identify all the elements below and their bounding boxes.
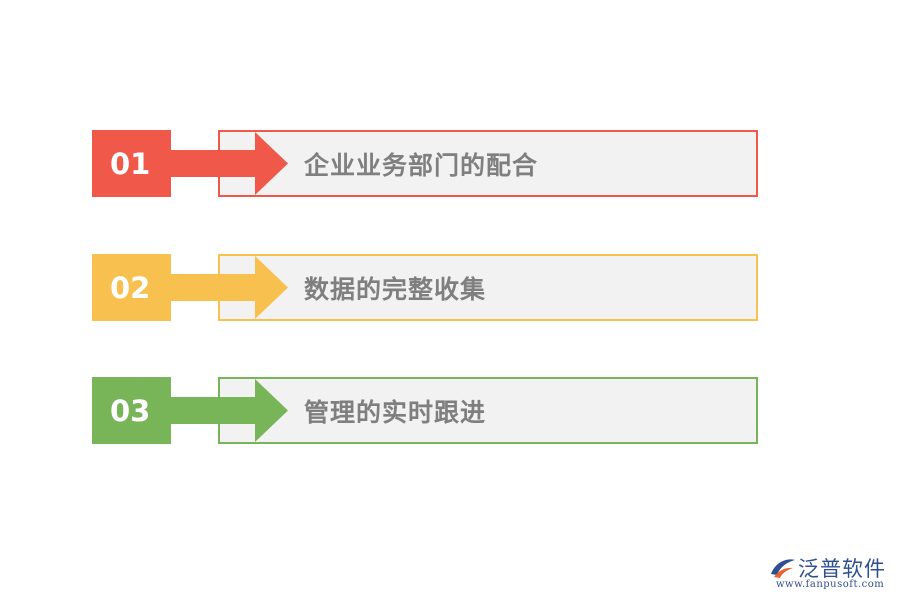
item-3-arrow-icon bbox=[171, 379, 288, 442]
fanpu-logo-icon bbox=[771, 559, 795, 578]
item-3-number: 03 bbox=[110, 393, 151, 428]
list-item-3: 03 管理的实时跟进 bbox=[92, 377, 758, 444]
brand-url: www.fanpusoft.com bbox=[776, 579, 885, 590]
item-2-number-box: 02 bbox=[92, 254, 171, 321]
brand-name: 泛普软件 bbox=[798, 557, 886, 581]
item-1-number-box: 01 bbox=[92, 130, 171, 197]
list-item-1: 01 企业业务部门的配合 bbox=[92, 130, 758, 197]
item-1-number: 01 bbox=[110, 146, 151, 181]
item-3-text-box bbox=[218, 377, 758, 444]
item-1-arrow-icon bbox=[171, 132, 288, 195]
item-3-label: 管理的实时跟进 bbox=[304, 397, 487, 427]
item-2-number: 02 bbox=[110, 270, 151, 305]
list-item-2: 02 数据的完整收集 bbox=[92, 254, 758, 321]
item-1-text-box bbox=[218, 130, 758, 197]
item-1-label: 企业业务部门的配合 bbox=[304, 150, 539, 180]
item-2-text-box bbox=[218, 254, 758, 321]
item-2-label: 数据的完整收集 bbox=[304, 274, 487, 304]
item-3-number-box: 03 bbox=[92, 377, 171, 444]
brand-logo: 泛普软件 www.fanpusoft.com bbox=[768, 553, 892, 593]
item-2-arrow-icon bbox=[171, 256, 288, 319]
